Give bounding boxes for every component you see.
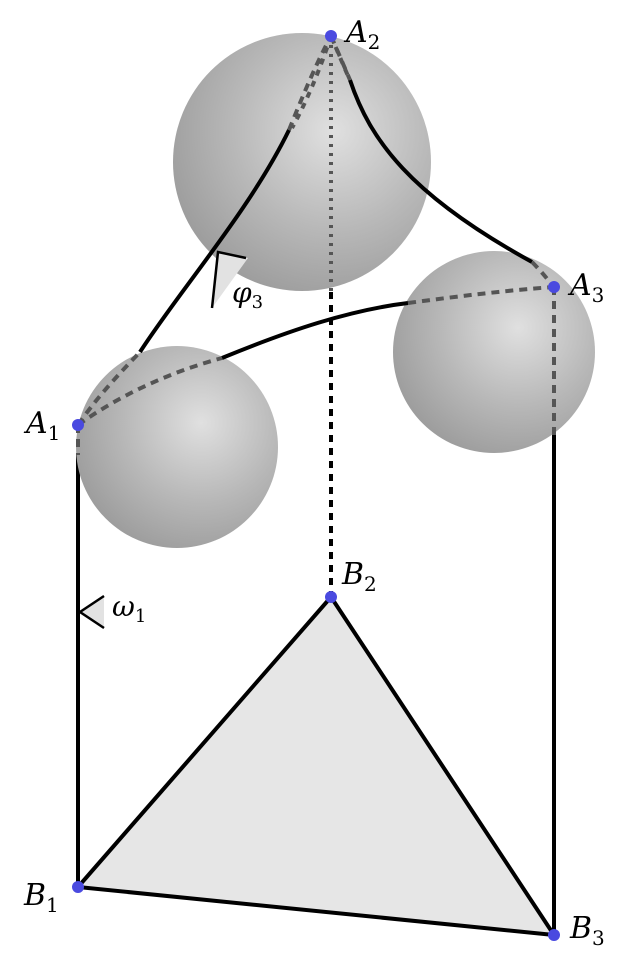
sphere-a3: [393, 251, 595, 453]
label-a3-base: A: [567, 268, 592, 303]
label-omega1: ω1: [112, 590, 146, 627]
point-a3: [548, 281, 560, 293]
arc-a1-a3-hidden-right: [407, 285, 555, 305]
arc-a1-a2-hidden: [287, 35, 333, 131]
sphere-a1: [76, 346, 278, 548]
arc-a1-a3-hidden-left: [76, 356, 223, 427]
angle-omega1-wedge: [80, 596, 104, 628]
arc-a2-hidden-left: [290, 35, 333, 129]
point-a1: [72, 419, 84, 431]
label-b3: B3: [569, 911, 605, 950]
arc-a1-a3: [221, 301, 409, 360]
arc-a1-a2-hidden-left: [76, 350, 142, 427]
label-phi3-sub: 3: [252, 292, 263, 313]
label-b1-base: B: [23, 878, 46, 913]
label-a2-sub: 2: [368, 30, 381, 54]
arc-a2-a3: [348, 79, 533, 264]
label-a1: A1: [23, 406, 60, 445]
label-b3-base: B: [569, 911, 592, 946]
point-b1: [72, 881, 84, 893]
point-b3: [548, 929, 560, 941]
label-phi3-base: φ: [232, 276, 252, 309]
points: [72, 30, 560, 941]
label-b2-base: B: [341, 557, 364, 592]
point-b2: [325, 591, 337, 603]
label-a2-base: A: [343, 15, 368, 50]
label-phi3: φ3: [232, 276, 263, 313]
angle-omega1-marker: [77, 594, 105, 630]
label-b2-sub: 2: [364, 572, 377, 596]
label-b1-sub: 1: [46, 893, 59, 917]
label-omega1-sub: 1: [135, 606, 146, 627]
label-omega1-base: ω: [112, 590, 135, 623]
base-triangle: [76, 595, 556, 937]
label-a1-base: A: [23, 406, 48, 441]
label-a2: A2: [343, 15, 380, 54]
label-a3-sub: 3: [592, 283, 605, 307]
sphere-a2: [173, 33, 431, 291]
label-b3-sub: 3: [592, 926, 605, 950]
angle-phi3-marker: [210, 250, 247, 309]
arc-a1-a2: [138, 129, 291, 354]
label-b2: B2: [341, 557, 377, 596]
label-a1-sub: 1: [48, 421, 61, 445]
angle-phi3-wedge: [212, 252, 248, 308]
point-a2: [325, 30, 337, 42]
label-a3: A3: [567, 268, 604, 307]
label-b1: B1: [23, 878, 59, 917]
